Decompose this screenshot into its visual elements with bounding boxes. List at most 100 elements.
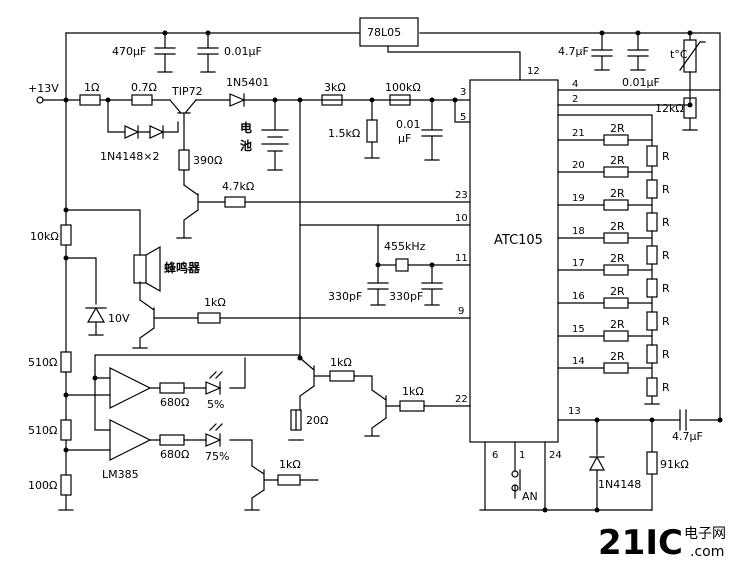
resistor-680-a	[159, 382, 185, 394]
wire-15k	[364, 99, 380, 159]
label-c-001u-mid-1: 0.01	[396, 118, 421, 131]
label-ladder-r: R	[662, 315, 670, 328]
cap-001u-mid	[421, 99, 443, 161]
cap-001u-right	[627, 32, 649, 71]
pin-4: 4	[572, 79, 578, 90]
resistor-390	[178, 149, 190, 171]
battery	[261, 99, 289, 171]
led-75pct	[205, 423, 223, 447]
resistor-1k-led	[277, 474, 301, 486]
label-1n4148x2: 1N4148×2	[100, 150, 159, 163]
regulator-78l05	[359, 17, 419, 47]
label-r-680-b: 680Ω	[160, 448, 189, 461]
resistor-1k-q2	[399, 400, 425, 412]
buzzer-horn	[145, 245, 161, 293]
pin-17: 17	[572, 258, 585, 269]
label-ladder-r: R	[662, 150, 670, 163]
pin-6: 6	[492, 450, 498, 461]
pin-20: 20	[572, 160, 585, 171]
label-ladder-r: R	[662, 249, 670, 262]
label-c-330p-a: 330pF	[328, 290, 362, 303]
resistor-680-b	[159, 434, 185, 446]
comparator-a	[109, 367, 152, 409]
resistor-3k	[321, 94, 343, 106]
label-c-47u-bottom: 4.7μF	[672, 430, 703, 443]
label-ntc: t°C	[670, 48, 688, 61]
label-r-1k-led: 1kΩ	[279, 458, 301, 471]
label-button: AN	[522, 490, 538, 503]
label-r-20: 20Ω	[306, 414, 328, 427]
label-regulator: 78L05	[367, 26, 401, 39]
label-tip72: TIP72	[171, 85, 203, 98]
label-c-001u-top: 0.01μF	[224, 45, 262, 58]
ntc-thermistor	[683, 39, 697, 73]
label-pct-75: 75%	[205, 450, 229, 463]
label-r-510-a: 510Ω	[28, 356, 57, 369]
wire-pin5	[454, 99, 471, 123]
label-1n5401: 1N5401	[226, 76, 269, 89]
resistor-10k	[60, 224, 72, 246]
pin-22: 22	[455, 394, 468, 405]
transistor-tip72	[169, 99, 197, 123]
button-an	[514, 441, 546, 511]
pin-21: 21	[572, 128, 585, 139]
button-contact-b	[511, 484, 519, 492]
chip-atc105	[469, 79, 559, 443]
label-r-15k: 1.5kΩ	[328, 127, 360, 140]
watermark-sub: 电子网	[684, 526, 726, 542]
label-r-1k-buzz: 1kΩ	[204, 296, 226, 309]
diode-1n4148-b	[149, 125, 165, 139]
zener-10v	[85, 306, 107, 323]
pin-24: 24	[549, 450, 562, 461]
label-r-1k-q: 1kΩ	[330, 356, 352, 369]
crystal-455k	[395, 258, 409, 272]
resistor-100	[60, 474, 72, 496]
label-ladder-2r: 2R	[610, 252, 625, 265]
pin-23: 23	[455, 190, 468, 201]
resistor-510-a	[60, 351, 72, 373]
label-ladder-2r: 2R	[610, 318, 625, 331]
watermark-url: .com	[690, 544, 724, 560]
pin-18: 18	[572, 226, 585, 237]
wire-zener	[65, 257, 104, 336]
cap-330p-b	[421, 264, 443, 306]
led-5pct	[205, 371, 223, 395]
label-ladder-r: R	[662, 183, 670, 196]
cap-470u	[154, 32, 176, 73]
resistor-1k-q	[329, 370, 355, 382]
label-buzzer: 蜂鸣器	[164, 260, 201, 275]
cap-001u-top	[197, 32, 219, 73]
pin-1: 1	[519, 450, 525, 461]
label-xtal: 455kHz	[384, 240, 426, 253]
resistor-07ohm	[131, 94, 153, 106]
label-c-001u-right: 0.01μF	[622, 76, 660, 89]
wire-buzzer	[65, 209, 141, 301]
label-pct-5: 5%	[207, 398, 224, 411]
label-ladder-r: R	[662, 216, 670, 229]
label-r-3k: 3kΩ	[324, 81, 346, 94]
wire-1n4148-pair	[107, 99, 179, 133]
label-battery-2: 池	[240, 138, 252, 153]
diode-1n4148-a	[124, 125, 140, 139]
resistor-15k	[366, 119, 378, 143]
wire-12k-gnd	[682, 117, 698, 131]
pin-9: 9	[458, 306, 464, 317]
pin-13: 13	[568, 406, 581, 417]
label-r-510-b: 510Ω	[28, 424, 57, 437]
pin-3: 3	[460, 87, 466, 98]
resistor-20	[290, 409, 302, 431]
wire-ground-bottom	[479, 441, 653, 511]
diode-1n5401	[229, 93, 246, 107]
pin-11: 11	[455, 253, 468, 264]
pin-15: 15	[572, 324, 585, 335]
resistor-1ohm	[79, 94, 101, 106]
label-ladder-r: R	[662, 282, 670, 295]
label-chip: ATC105	[494, 233, 543, 248]
pin-5: 5	[460, 112, 466, 123]
label-zener: 10V	[108, 312, 130, 325]
resistor-ladder	[557, 114, 660, 405]
transistor-driver	[176, 184, 226, 239]
cap-47u-bottom	[679, 409, 687, 431]
label-lm385: LM385	[102, 468, 139, 481]
